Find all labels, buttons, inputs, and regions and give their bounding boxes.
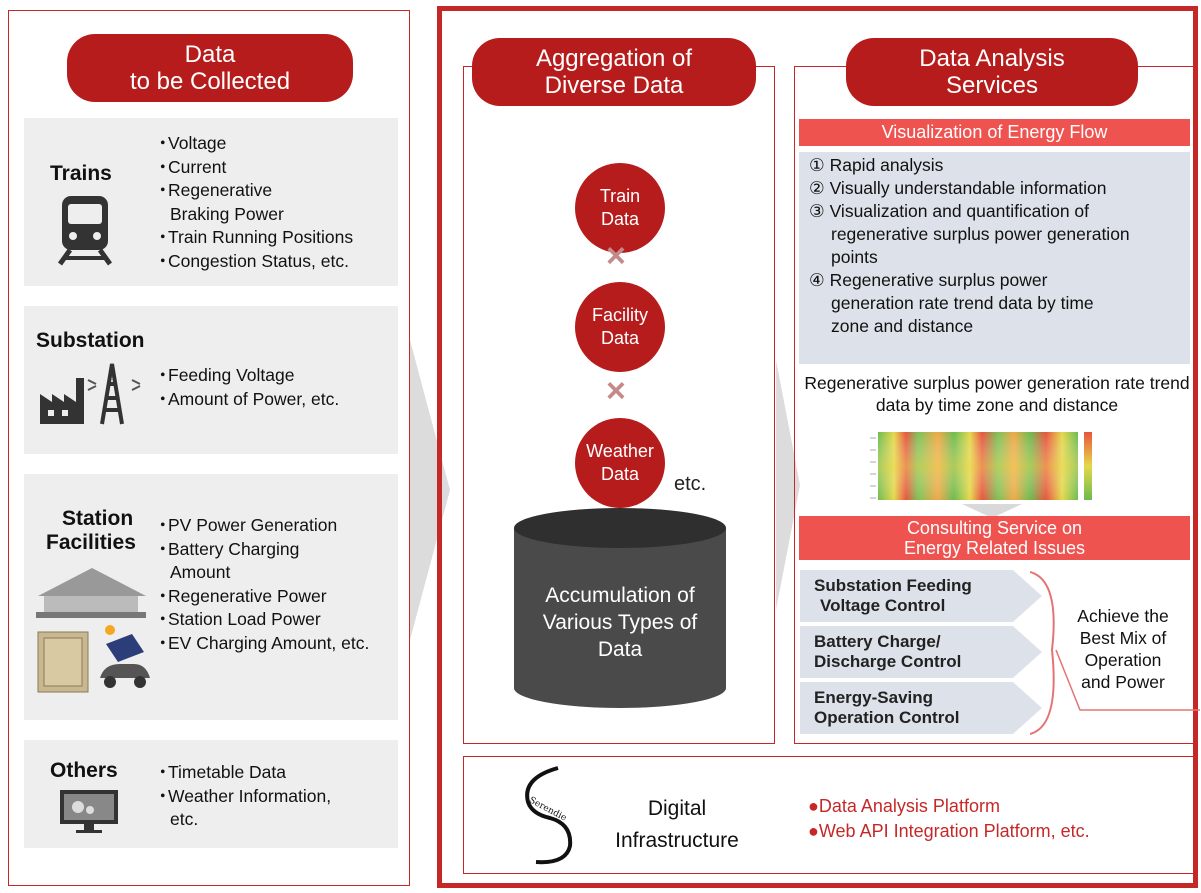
circle-line1: Weather xyxy=(586,441,654,461)
substation-icon xyxy=(40,363,141,425)
list-item: Station Load Power xyxy=(156,608,392,632)
list-item: Regenerative Power xyxy=(156,585,392,609)
list-item: PV Power Generation xyxy=(156,514,392,538)
list-item: ② Visually understandable information xyxy=(799,177,1190,200)
consulting-line2: Energy Related Issues xyxy=(903,538,1086,558)
list-item: Regenerative Braking Power xyxy=(156,179,330,226)
point-text: Visualization and quantification of rege… xyxy=(829,201,1130,267)
cross-icon: × xyxy=(606,372,626,410)
others-label: Others xyxy=(50,759,118,782)
bullet-text: Data Analysis Platform xyxy=(818,796,1000,816)
analysis-title: Data Analysis Services xyxy=(846,38,1138,106)
substation-items: Feeding Voltage Amount of Power, etc. xyxy=(156,364,392,411)
collected-title-line1: Data xyxy=(184,41,236,68)
outcome-text: Achieve the Best Mix of Operation and Po… xyxy=(1077,606,1169,692)
bracket-line xyxy=(1030,571,1200,735)
collected-title-line2: to be Collected xyxy=(129,68,291,95)
list-item: Feeding Voltage xyxy=(156,364,392,388)
monitor-icon xyxy=(60,790,118,833)
infrastructure-label: Digital Infrastructure xyxy=(612,793,742,857)
substation-label: Substation xyxy=(36,329,145,352)
control-item: Battery Charge/ Discharge Control xyxy=(800,626,1042,678)
bullet-dot-icon: ● xyxy=(808,796,819,816)
collected-title: Data to be Collected xyxy=(67,34,353,102)
consulting-line1: Consulting Service on xyxy=(906,518,1083,538)
station-label: Station Facilities xyxy=(46,507,136,555)
point-number: ① xyxy=(809,155,825,175)
list-item: Amount of Power, etc. xyxy=(156,388,392,412)
database-cylinder xyxy=(514,508,726,708)
serendie-logo-icon: Serendie xyxy=(525,766,573,865)
point-number: ③ xyxy=(809,201,825,221)
etc-label: etc. xyxy=(674,473,707,495)
flow-arrow-2 xyxy=(776,360,800,610)
list-item: ●Web API Integration Platform, etc. xyxy=(808,819,1090,844)
trains-label: Trains xyxy=(50,162,112,185)
control-line2: Discharge Control xyxy=(814,652,962,671)
bullet-dot-icon: ● xyxy=(808,821,819,841)
weather-data-circle: Weather Data xyxy=(575,418,665,508)
list-item: Current xyxy=(156,156,392,180)
consulting-banner: Consulting Service on Energy Related Iss… xyxy=(799,516,1190,560)
trains-items: Voltage Current Regenerative Braking Pow… xyxy=(156,132,392,273)
control-item: Substation Feeding Voltage Control xyxy=(800,570,1042,622)
control-line1: Energy-Saving xyxy=(814,688,934,707)
list-item: Train Running Positions xyxy=(156,226,392,250)
visualization-banner: Visualization of Energy Flow xyxy=(799,119,1190,146)
bullet-text: Web API Integration Platform, etc. xyxy=(818,821,1090,841)
list-item: Weather Information, etc. xyxy=(156,785,340,832)
list-item: Voltage xyxy=(156,132,392,156)
point-number: ④ xyxy=(809,270,825,290)
control-line1: Substation Feeding xyxy=(814,576,972,595)
cylinder-text: Accumulation of Various Types of Data xyxy=(542,584,698,661)
infrastructure-label-line1: Digital xyxy=(647,797,707,820)
aggregation-title-line2: Diverse Data xyxy=(544,72,684,99)
point-number: ② xyxy=(809,178,825,198)
facility-data-circle: Facility Data xyxy=(575,282,665,372)
aggregation-title-line1: Aggregation of xyxy=(535,45,693,72)
circle-line2: Data xyxy=(600,328,640,348)
list-item: ●Data Analysis Platform xyxy=(808,794,1090,819)
point-text: Regenerative surplus power generation ra… xyxy=(829,270,1094,336)
down-arrow xyxy=(962,504,1022,518)
circle-line1: Facility xyxy=(591,305,648,325)
infrastructure-bullets: ●Data Analysis Platform ●Web API Integra… xyxy=(808,794,1090,844)
list-item: Timetable Data xyxy=(156,761,392,785)
infrastructure-label-line2: Infrastructure xyxy=(615,829,739,852)
control-item: Energy-Saving Operation Control xyxy=(800,682,1042,734)
circle-line2: Data xyxy=(600,464,640,484)
control-line2: Operation Control xyxy=(814,708,960,727)
station-label-line2: Facilities xyxy=(46,531,136,554)
station-label-line1: Station xyxy=(62,507,134,530)
collected-panel xyxy=(8,10,410,886)
point-text: Visually understandable information xyxy=(829,178,1107,198)
list-item: EV Charging Amount, etc. xyxy=(156,632,374,656)
cross-icon: × xyxy=(606,237,626,275)
train-icon xyxy=(57,196,113,266)
point-text: Rapid analysis xyxy=(829,155,944,175)
list-item: ④ Regenerative surplus power generation … xyxy=(799,269,1131,338)
heatmap-thumbnail xyxy=(870,432,1092,500)
services-outer-panel xyxy=(437,6,1198,888)
infrastructure-panel xyxy=(463,756,1198,874)
circle-line2: Data xyxy=(600,209,640,229)
analysis-title-line1: Data Analysis xyxy=(919,45,1065,72)
others-items: Timetable Data Weather Information, etc. xyxy=(156,761,392,832)
heatmap-caption: Regenerative surplus power generation ra… xyxy=(804,373,1190,415)
station-items: PV Power Generation Battery Charging Amo… xyxy=(156,514,392,655)
aggregation-title: Aggregation of Diverse Data xyxy=(472,38,756,106)
list-item: ① Rapid analysis xyxy=(799,154,1190,177)
circle-line1: Train xyxy=(599,186,641,206)
flow-arrow-1 xyxy=(410,340,450,640)
control-line2: Voltage Control xyxy=(820,596,946,615)
list-item: ③ Visualization and quantification of re… xyxy=(799,200,1161,269)
control-line1: Battery Charge/ xyxy=(814,632,941,651)
analysis-points: ① Rapid analysis ② Visually understandab… xyxy=(799,152,1190,364)
list-item: Battery Charging Amount xyxy=(156,538,340,585)
analysis-title-line2: Services xyxy=(945,72,1039,99)
station-facilities-icon xyxy=(36,568,150,693)
list-item: Congestion Status, etc. xyxy=(156,250,392,274)
train-data-circle: Train Data xyxy=(575,163,665,253)
